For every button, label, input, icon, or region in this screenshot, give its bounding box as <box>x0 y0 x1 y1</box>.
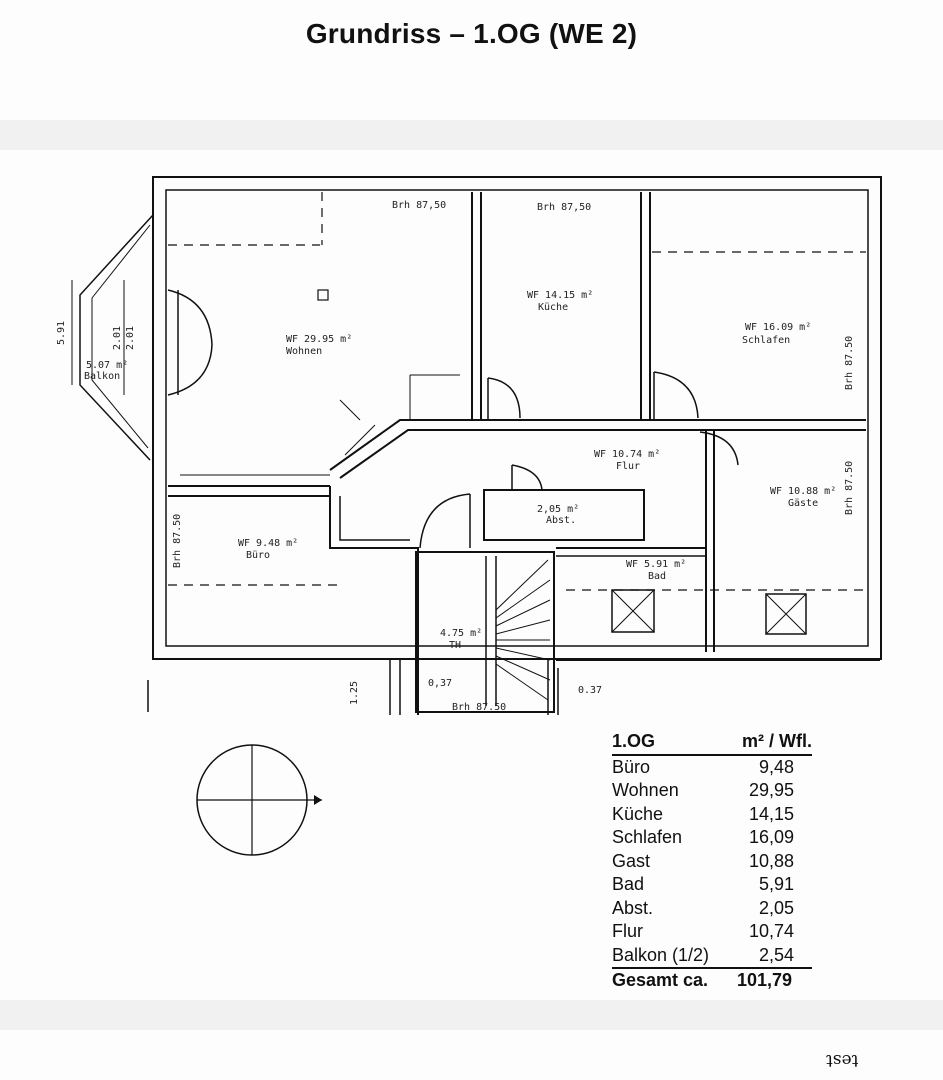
door-abstellraum <box>511 464 543 491</box>
area-table: 1.OG m² / Wfl. Büro 9,48 Wohnen 29,95 Küch… <box>612 730 812 993</box>
room-name-schlafen: Schlafen <box>742 335 790 346</box>
page-title: Grundriss – 1.OG (WE 2) <box>305 18 638 49</box>
area-table-header: 1.OG m² / Wfl. <box>612 730 812 756</box>
stairwell <box>415 551 555 713</box>
scan-band <box>0 1000 943 1030</box>
brh-label: Brh 87.50 <box>844 461 855 515</box>
brh-label: Brh 87,50 <box>537 202 591 213</box>
area-row: Balkon (1/2) 2,54 <box>612 944 812 969</box>
corner-mark: test <box>826 1050 859 1070</box>
wall-stair-left <box>329 486 419 715</box>
shaft <box>765 593 807 635</box>
dashed-lines <box>168 192 866 591</box>
brh-label: Brh 87.50 <box>172 514 183 568</box>
compass-arrow-icon <box>314 795 322 805</box>
area-total-value: 101,79 <box>736 970 792 990</box>
room-name-bad: Bad <box>648 571 666 582</box>
door-balkon <box>167 289 213 346</box>
area-row-value: 10,74 <box>748 921 794 941</box>
dimension-label: 5.91 <box>56 321 67 345</box>
area-row-value: 9,48 <box>758 756 794 777</box>
dimension-label: 0.37 <box>578 685 602 696</box>
area-table-floor: 1.OG <box>612 731 656 751</box>
area-row-name: Bad <box>612 874 645 894</box>
room-area-gaeste: WF 10.88 m² <box>770 486 836 497</box>
room-area-wohnen: WF 29.95 m² <box>286 334 352 345</box>
area-row-name: Büro <box>612 756 651 777</box>
chimney <box>317 289 329 301</box>
dimension-label: 0,37 <box>428 678 452 689</box>
area-row: Bad 5,91 <box>612 873 812 897</box>
area-row: Gast 10,88 <box>612 850 812 874</box>
balkon-outline <box>91 224 151 449</box>
area-row: Schlafen 16,09 <box>612 826 812 850</box>
area-total-row: Gesamt ca. 101,79 <box>612 969 812 993</box>
room-name-wohnen: Wohnen <box>286 346 322 357</box>
area-row-name: Schlafen <box>612 827 683 847</box>
shaft <box>765 593 807 635</box>
area-row-value: 5,91 <box>758 874 794 894</box>
brh-label: Brh 87.50 <box>844 336 855 390</box>
area-row-name: Küche <box>612 803 664 824</box>
area-row-value: 16,09 <box>748 827 794 847</box>
room-name-th: TH <box>449 640 461 651</box>
area-total-label: Gesamt ca. <box>612 970 709 990</box>
area-row: Büro 9,48 <box>612 756 812 780</box>
room-area-kueche: WF 14.15 m² <box>527 290 593 301</box>
area-row: Küche 14,15 <box>612 803 812 827</box>
area-row-value: 2,05 <box>758 897 794 918</box>
room-name-balkon: Balkon <box>84 371 120 382</box>
room-name-abst: Abst. <box>546 515 576 526</box>
area-row: Flur 10,74 <box>612 920 812 944</box>
area-row-name: Wohnen <box>612 780 679 800</box>
room-area-balkon: 5.07 m² <box>86 360 128 371</box>
scan-band <box>0 120 943 150</box>
area-row-value: 29,95 <box>748 780 794 800</box>
door-kueche <box>487 377 521 419</box>
room-name-kueche: Küche <box>538 302 568 313</box>
brh-label: Brh 87,50 <box>392 200 446 211</box>
inner-wall <box>165 189 869 647</box>
area-row-name: Flur <box>612 921 643 941</box>
dimension-label: 1.25 <box>349 681 360 705</box>
room-area-buero: WF 9.48 m² <box>238 538 298 549</box>
wall-stair-left <box>339 496 410 541</box>
area-row-value: 2,54 <box>758 944 794 965</box>
outer-wall <box>152 176 882 660</box>
area-row-name: Balkon (1/2) <box>612 944 710 965</box>
door-wohnen <box>339 399 376 456</box>
room-area-flur: WF 10.74 m² <box>594 449 660 460</box>
door-balkon <box>167 344 213 396</box>
area-row-value: 14,15 <box>748 803 794 824</box>
room-area-th: 4.75 m² <box>440 628 482 639</box>
area-row-value: 10,88 <box>748 850 794 871</box>
room-name-gaeste: Gäste <box>788 498 818 509</box>
brh-label: Brh 87.50 <box>452 702 506 713</box>
stair-steps <box>495 559 551 701</box>
wall-corridor-top <box>329 419 866 471</box>
shaft <box>611 589 655 633</box>
door-gaeste <box>699 431 739 466</box>
dimension-label: 2.01 <box>112 326 123 350</box>
room-area-abst: 2,05 m² <box>537 504 579 515</box>
room-name-buero: Büro <box>246 550 270 561</box>
dimension-label: 2.01 <box>125 326 136 350</box>
area-row-name: Gast <box>612 850 651 871</box>
area-row-name: Abst. <box>612 897 654 918</box>
area-row: Abst. 2,05 <box>612 897 812 921</box>
room-area-bad: WF 5.91 m² <box>626 559 686 570</box>
abstellraum <box>483 489 645 541</box>
door-schlafen <box>653 371 699 419</box>
room-name-flur: Flur <box>616 461 640 472</box>
room-area-schlafen: WF 16.09 m² <box>745 322 811 333</box>
area-table-unit: m² / Wfl. <box>742 731 812 751</box>
area-row: Wohnen 29,95 <box>612 779 812 803</box>
door-treppenhaus <box>419 493 471 549</box>
balkon-outline <box>79 214 154 461</box>
